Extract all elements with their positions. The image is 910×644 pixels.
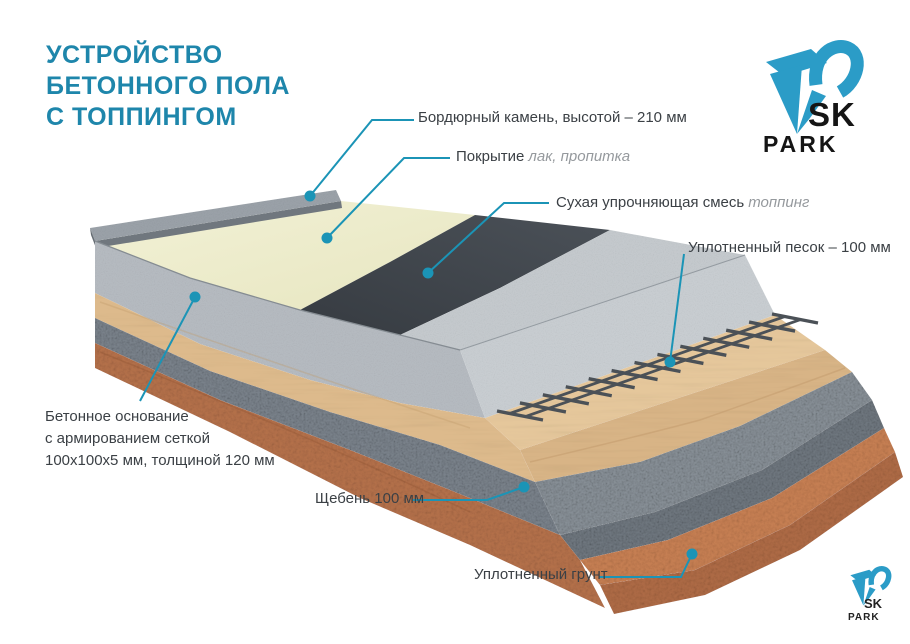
- rebar-mesh: [496, 312, 819, 422]
- leader-concrete-base: [139, 296, 196, 402]
- logo-text-sk: SK: [808, 96, 856, 133]
- page-title: УСТРОЙСТВО БЕТОННОГО ПОЛА С ТОППИНГОМ: [46, 40, 290, 133]
- rebar-bar: [657, 352, 704, 366]
- callout-topping-text: Сухая упрочняющая смесь: [556, 194, 745, 211]
- callout-gravel-text: Щебень 100 мм: [315, 490, 425, 507]
- layer-soil-top-strip: [580, 428, 895, 585]
- callout-soil-text: Уплотненный грунт: [474, 566, 608, 583]
- layer-gravel-mound-surface: [535, 372, 872, 535]
- layer-concrete-top-strip: [400, 230, 745, 350]
- title-line: С ТОППИНГОМ: [46, 103, 237, 131]
- rebar-bar: [634, 360, 681, 374]
- dot-soil: [686, 548, 698, 560]
- border-stone-end: [90, 228, 96, 248]
- dot-gravel: [518, 481, 530, 493]
- rebar-bar: [748, 320, 796, 333]
- callout-border-stone-text: Бордюрный камень, высотой – 210 мм: [418, 109, 687, 126]
- layer-soil-front-face: [95, 343, 605, 608]
- callout-coating-text: Покрытие: [456, 148, 525, 165]
- layer-sand-top-strip: [485, 315, 825, 450]
- rebar-bar: [611, 368, 658, 382]
- layer-gravel-front-face: [95, 318, 560, 535]
- sand-texture-stroke: [99, 301, 471, 429]
- rebar-bar: [771, 312, 819, 325]
- leader-topping: [427, 202, 549, 274]
- layer-sand-front-face: [95, 293, 535, 482]
- rebar-bar: [725, 328, 773, 341]
- title-line: БЕТОННОГО ПОЛА: [46, 72, 290, 100]
- watermark-text-sk: SK: [864, 596, 883, 611]
- layer-gravel-right-face: [560, 400, 884, 560]
- callout-topping-note: топпинг: [748, 194, 810, 211]
- leader-lines: [139, 119, 693, 578]
- layer-sand-right-face: [520, 350, 852, 482]
- logo-text-park: PARK: [763, 131, 839, 157]
- rebar-bar: [680, 344, 727, 358]
- slab-step-edge: [459, 254, 746, 351]
- callout-gravel: Щебень 100 мм: [315, 490, 424, 507]
- dot-concrete-base: [189, 291, 201, 303]
- callout-concrete-base: Бетонное основание с армированием сеткой…: [45, 406, 275, 472]
- rebar-bar: [519, 401, 567, 414]
- layer-concrete-front-face: [95, 241, 485, 418]
- layer-topping-surface: [300, 215, 610, 335]
- dot-topping: [422, 267, 434, 279]
- dot-border-stone: [304, 190, 316, 202]
- rebar-bar: [542, 393, 590, 406]
- leader-sand: [669, 253, 685, 363]
- callout-concrete-line: 100х100х5 мм, толщиной 120 мм: [45, 452, 275, 469]
- slab-front-edge: [94, 240, 461, 351]
- callout-soil: Уплотненный грунт: [474, 566, 608, 583]
- dot-sand: [664, 356, 676, 368]
- border-stone-top: [90, 190, 341, 241]
- leader-gravel: [413, 486, 525, 501]
- title-line: УСТРОЙСТВО: [46, 41, 223, 69]
- rebar-bar: [496, 409, 544, 422]
- layer-soil-right-face: [600, 452, 903, 614]
- callout-coating-note: лак, пропитка: [528, 148, 631, 165]
- watermark-text-park: PARK: [848, 612, 880, 623]
- rebar-bar: [509, 315, 786, 415]
- border-stone: [90, 190, 342, 248]
- layer-concrete-right-face: [460, 255, 775, 418]
- rebar-bar: [565, 385, 613, 398]
- leader-border-stone: [309, 119, 414, 197]
- callout-border-stone: Бордюрный камень, высотой – 210 мм: [418, 109, 687, 126]
- leader-dots: [189, 190, 698, 560]
- leader-soil: [599, 553, 693, 578]
- leader-coating: [326, 157, 450, 239]
- callout-sand: Уплотненный песок – 100 мм: [688, 239, 891, 256]
- rebar-bar: [588, 376, 635, 390]
- rebar-bar: [702, 336, 750, 349]
- border-stone-front: [95, 201, 342, 248]
- sand-texture-stroke: [529, 367, 846, 463]
- callout-concrete-line: Бетонное основание: [45, 408, 189, 425]
- callout-concrete-line: с армированием сеткой: [45, 430, 211, 447]
- callout-sand-text: Уплотненный песок – 100 мм: [688, 239, 891, 256]
- rebar-bar: [524, 318, 801, 418]
- dot-coating: [321, 232, 333, 244]
